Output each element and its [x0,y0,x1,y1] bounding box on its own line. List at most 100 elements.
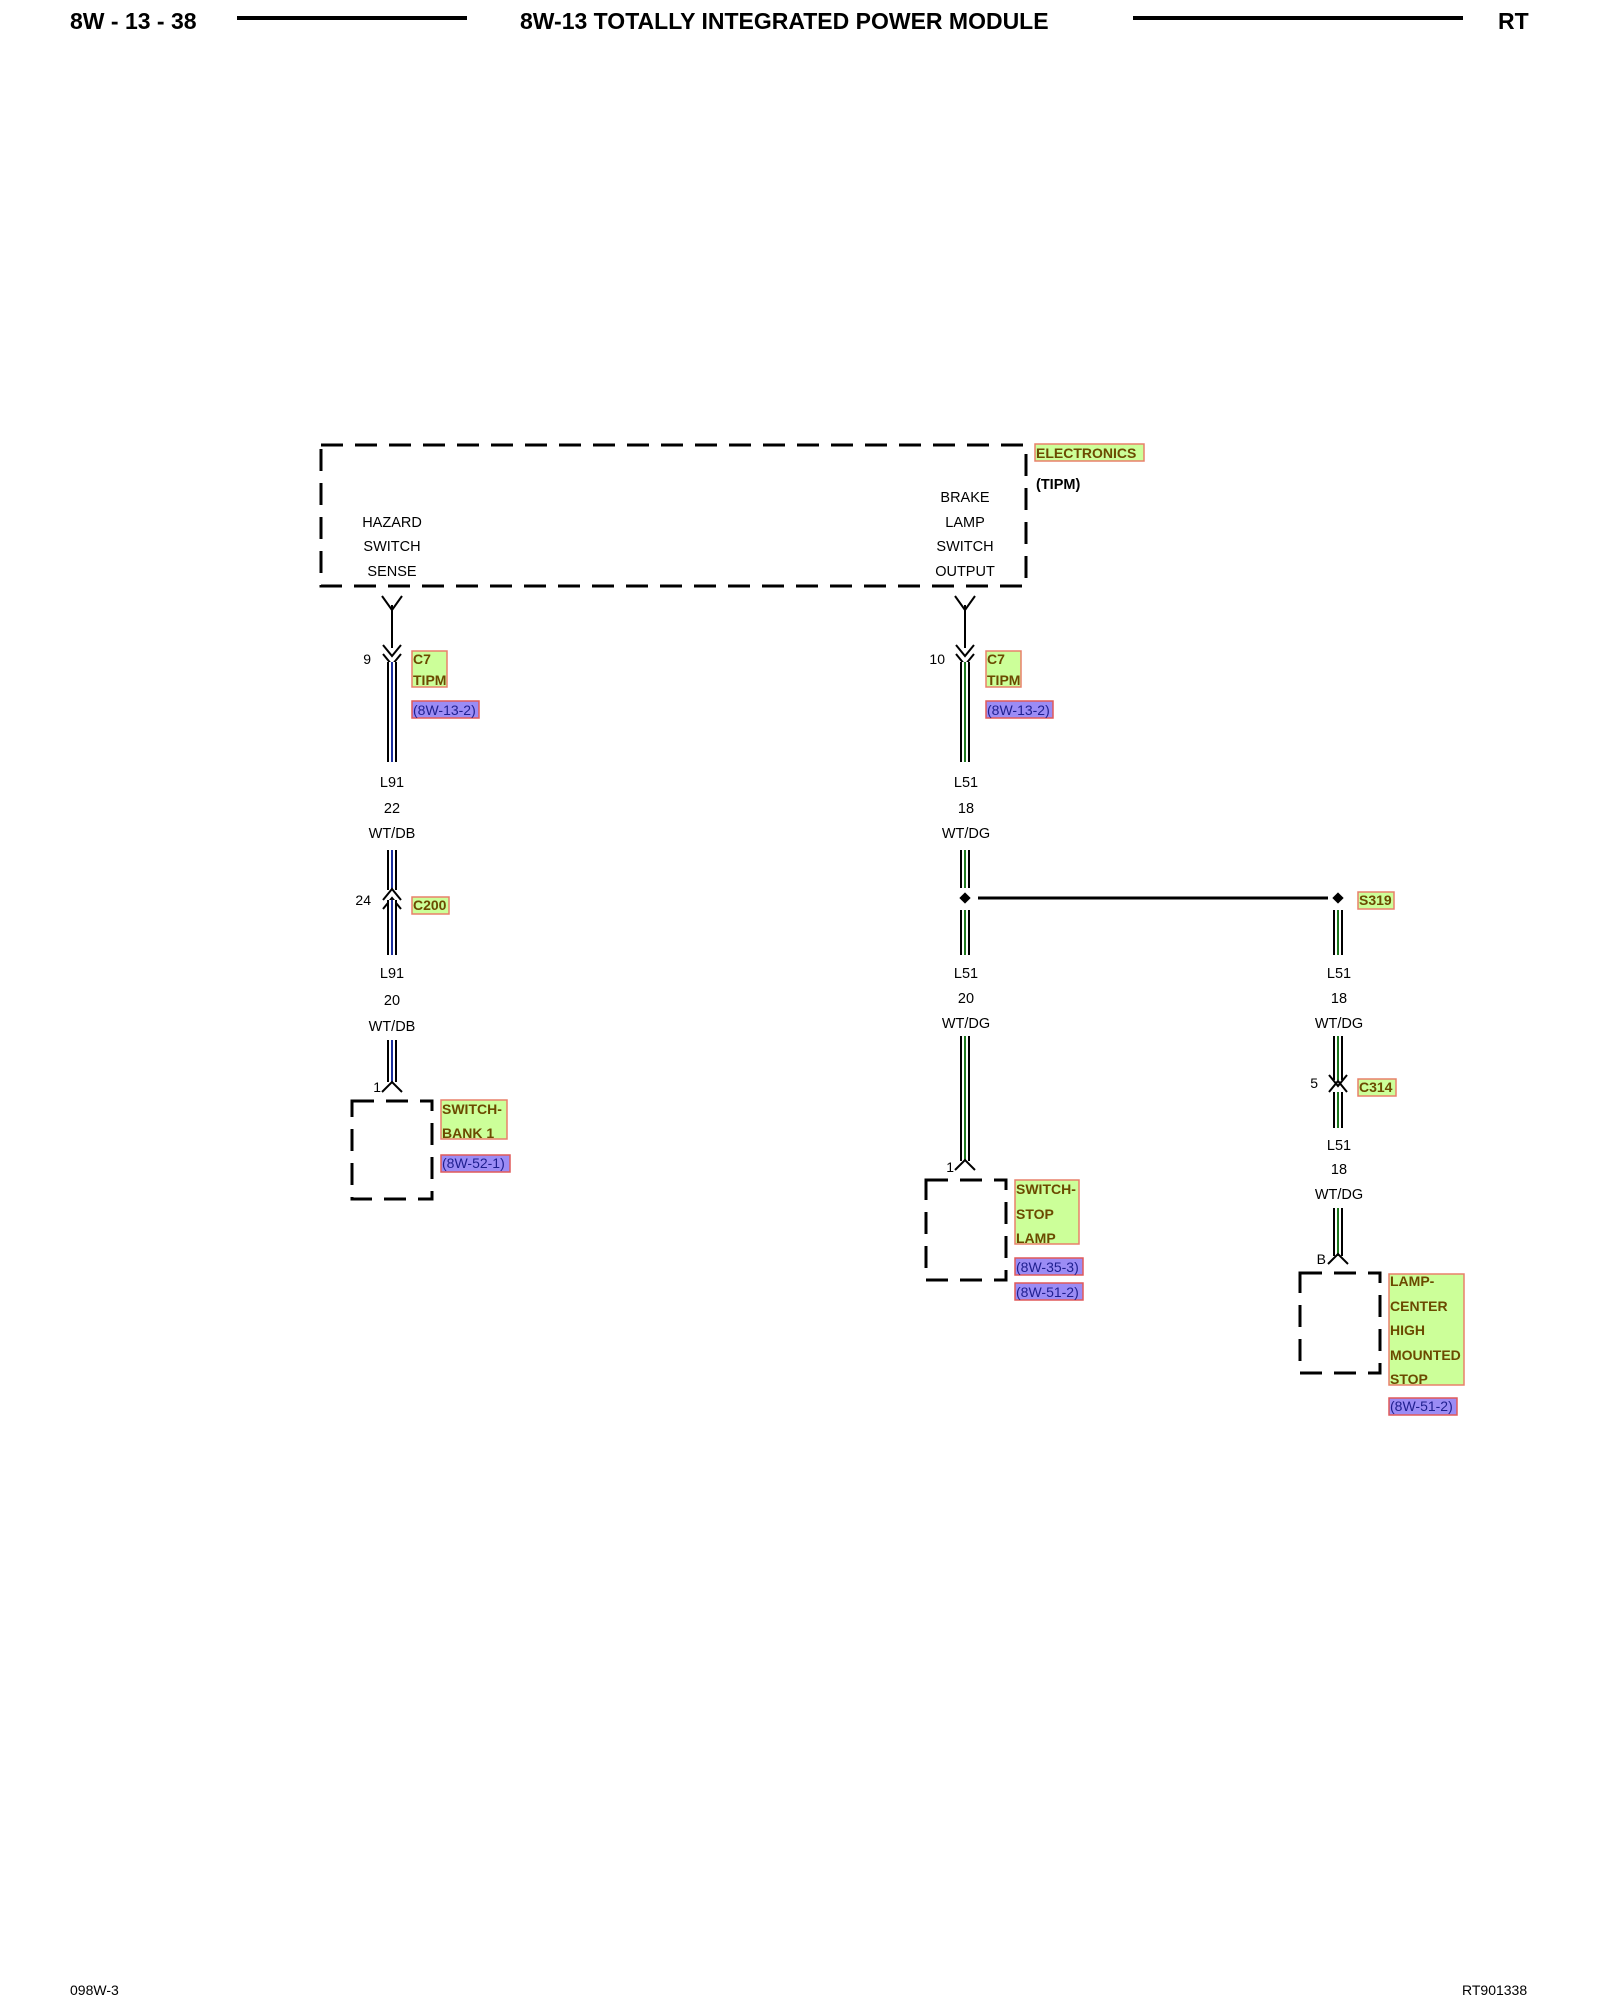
wire-l91-lower-stub [387,900,397,955]
wire-l51-upper-gauge: 18 [958,801,974,817]
switch-bank-ref-box [440,1154,511,1173]
connector-chevron-stop-switch [954,1158,976,1171]
wire-l91-to-switch [387,1040,397,1082]
chmsl-label-2[interactable]: CENTER [1390,1298,1448,1314]
switch-stop-label-2[interactable]: STOP [1016,1206,1054,1222]
s319-highlight [1357,891,1395,910]
module-name-abbrev: (TIPM) [1036,477,1080,493]
wire-l91-upper [387,662,397,762]
pin-10: 10 [929,651,945,667]
c7-middle-highlight [985,650,1022,688]
switch-stop-ref-1-box [1014,1257,1084,1276]
wire-l51-right-upper-color: WT/DG [1315,1016,1363,1032]
wire-l51-middle-lower-stub [960,910,970,955]
module-name[interactable]: ELECTRONICS [1036,445,1136,461]
c7-middle-ref-box [985,700,1054,719]
splice-node-left [959,892,971,904]
pin-1-middle: 1 [946,1159,954,1175]
switch-stop-ref-2[interactable]: (8W-51-2) [1016,1284,1079,1300]
c7-left-ref-box [411,700,480,719]
page-title: 8W-13 TOTALLY INTEGRATED POWER MODULE [520,8,1049,34]
switch-bank-highlight [440,1099,508,1140]
c7-left-highlight [411,650,448,688]
c7-left-label[interactable]: C7 [413,651,431,667]
brake-label-3: SWITCH [936,539,993,555]
wire-l51-right-upper-stub [1333,910,1343,955]
switch-stop-highlight [1014,1179,1080,1245]
wire-l51-right-lower-stub [1333,1092,1343,1128]
switch-stop-label-3[interactable]: LAMP [1016,1230,1056,1246]
wire-l51-right-upper-circuit: L51 [1327,966,1351,982]
wire-l51-right-c314-top [1333,1036,1343,1080]
wire-l91-lower-gauge: 20 [384,993,400,1009]
chmsl-label-3[interactable]: HIGH [1390,1322,1425,1338]
chmsl-label-1[interactable]: LAMP- [1390,1273,1435,1289]
switch-stop-ref-2-box [1014,1282,1084,1301]
switch-bank-label-2[interactable]: BANK 1 [442,1125,494,1141]
wire-l51-lower-color: WT/DG [942,1016,990,1032]
chmsl-label-5[interactable]: STOP [1390,1371,1428,1387]
pin-1-left: 1 [373,1079,381,1095]
connector-chevron-switch-bank [381,1080,403,1093]
hazard-label-3: SENSE [367,564,416,580]
c314-highlight [1357,1078,1397,1097]
page-number: 8W - 13 - 38 [70,8,197,34]
s319-label[interactable]: S319 [1359,892,1392,908]
wire-l51-right-lower-circuit: L51 [1327,1138,1351,1154]
wire-l91-upper-color: WT/DB [369,826,416,842]
connector-chevron-c314-2 [1328,1079,1348,1093]
brake-label-2: LAMP [945,515,985,531]
switch-bank-1-box [350,1099,434,1201]
wire-l51-upper [960,662,970,762]
c7-middle-label-2[interactable]: TIPM [987,672,1020,688]
pin-9: 9 [363,651,371,667]
wire-l91-upper-circuit: L91 [380,775,404,791]
wire-l51-to-chmsl [1333,1208,1343,1256]
connector-chevron-top-left [381,595,403,612]
connector-chevron-c314-1 [1328,1074,1348,1088]
wire-l51-lower-circuit: L51 [954,966,978,982]
connector-chevron-c7-middle-1 [955,644,975,658]
header-rule-right [1133,16,1463,20]
chmsl-ref[interactable]: (8W-51-2) [1390,1398,1453,1414]
hazard-label-2: SWITCH [363,539,420,555]
switch-stop-ref-1[interactable]: (8W-35-3) [1016,1259,1079,1275]
tipm-module-box [319,443,1028,588]
c200-highlight [411,896,450,915]
wire-l51-right-lower-gauge: 18 [1331,1162,1347,1178]
footer-right-code: RT901338 [1462,1982,1528,1998]
wire-l51-to-splice [960,850,970,888]
switch-stop-label-1[interactable]: SWITCH- [1016,1181,1076,1197]
c7-middle-label[interactable]: C7 [987,651,1005,667]
wire-l51-upper-color: WT/DG [942,826,990,842]
wire-l91-c200-top [387,850,397,890]
chmsl-ref-box [1388,1397,1458,1416]
connector-chevron-c7-left-1 [382,644,402,658]
c200-label[interactable]: C200 [413,897,447,913]
brake-label-4: OUTPUT [935,564,995,580]
c7-middle-ref[interactable]: (8W-13-2) [987,702,1050,718]
wire-l91-lower-circuit: L91 [380,966,404,982]
c7-left-label-2[interactable]: TIPM [413,672,446,688]
wire-l91-lower-color: WT/DB [369,1019,416,1035]
connector-chevron-c200-1 [382,887,402,901]
switch-bank-label-1[interactable]: SWITCH- [442,1101,502,1117]
pin-b: B [1317,1251,1326,1267]
pin-24: 24 [355,892,371,908]
pin-5: 5 [1310,1075,1318,1091]
wire-l51-upper-circuit: L51 [954,775,978,791]
switch-bank-ref[interactable]: (8W-52-1) [442,1155,505,1171]
wire-l51-to-stop-switch [960,1036,970,1161]
brake-label-1: BRAKE [940,490,989,506]
footer-left-code: 098W-3 [70,1982,119,1998]
chmsl-label-4[interactable]: MOUNTED [1390,1347,1461,1363]
wire-l51-right-upper-gauge: 18 [1331,991,1347,1007]
wire-l91-upper-gauge: 22 [384,801,400,817]
c314-label[interactable]: C314 [1359,1079,1393,1095]
chmsl-highlight [1388,1273,1465,1386]
connector-chevron-top-middle [954,595,976,612]
c7-left-ref[interactable]: (8W-13-2) [413,702,476,718]
header-rule-left [237,16,467,20]
connector-chevron-c200-2 [382,896,402,910]
